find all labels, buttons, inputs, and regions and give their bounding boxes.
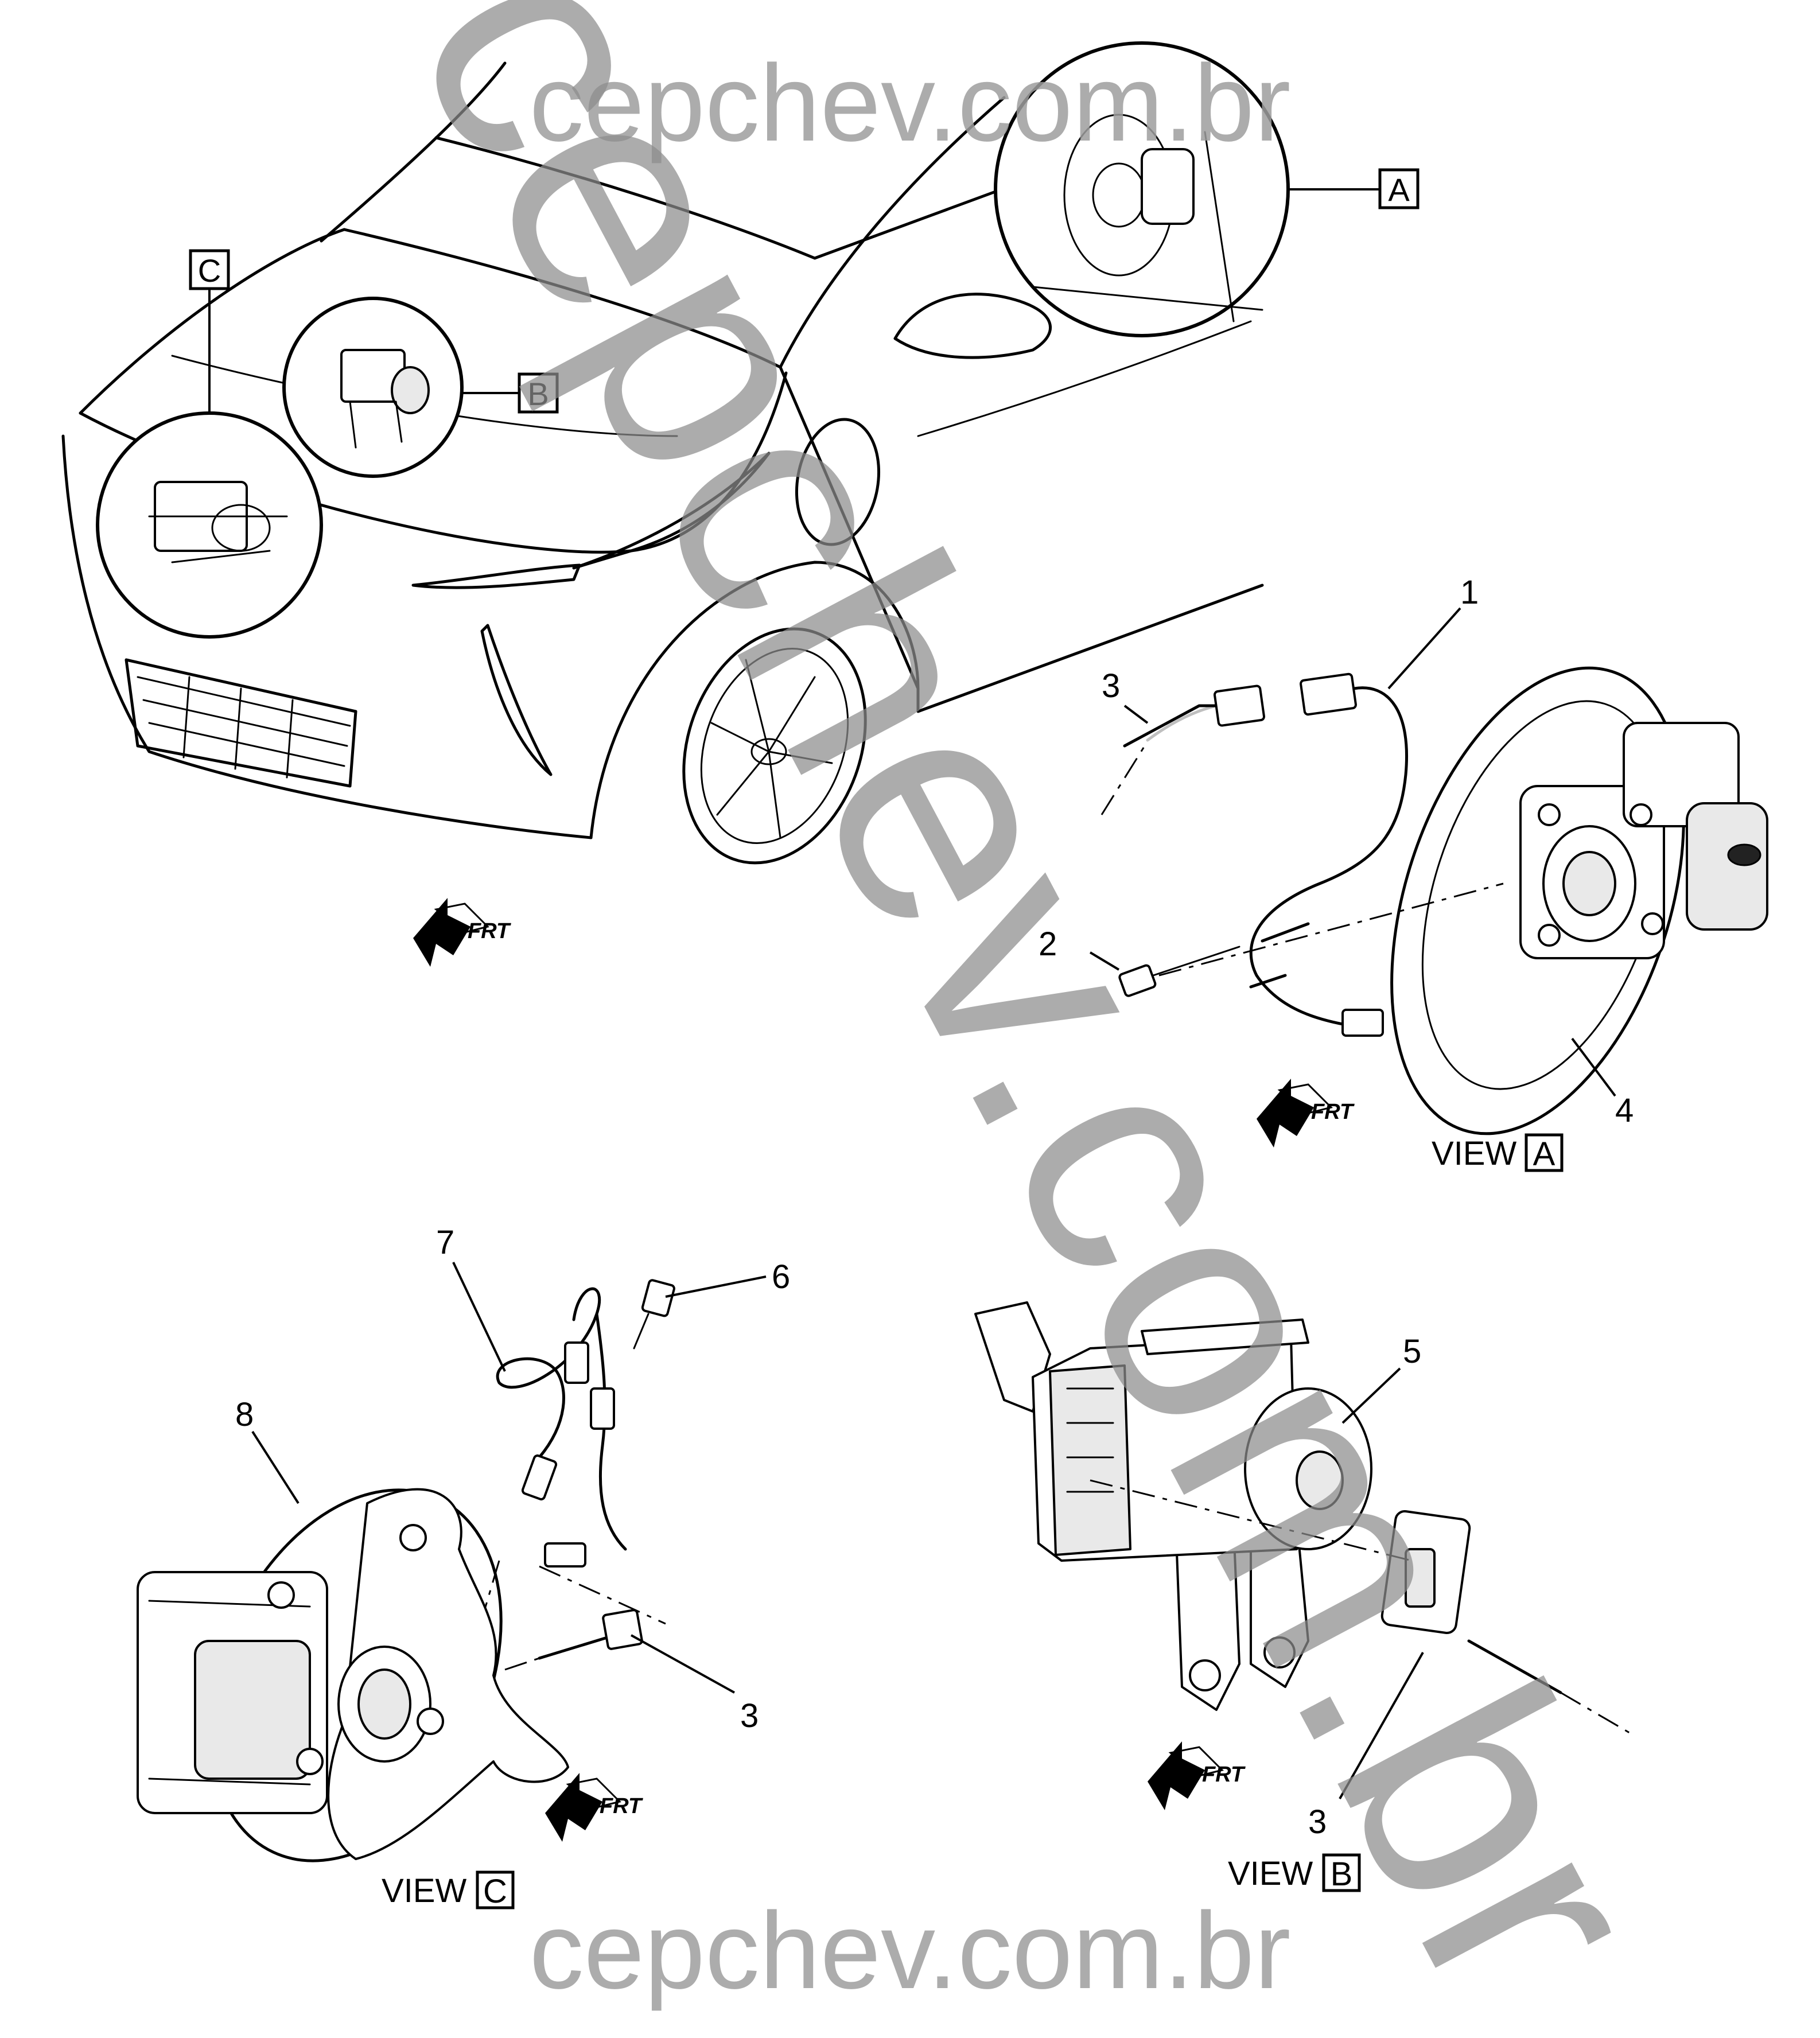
svg-text:A: A: [1533, 1135, 1555, 1173]
view-c-label: VIEW C: [382, 1870, 515, 1910]
callout-7: 7: [436, 1224, 454, 1261]
view-a-label: VIEW A: [1432, 1133, 1564, 1173]
callout-2: 2: [1039, 925, 1057, 963]
callout-6: 6: [772, 1258, 790, 1296]
svg-text:A: A: [1388, 172, 1410, 208]
callout-3: 3: [1308, 1803, 1327, 1841]
watermark-top: cepchev.com.br: [529, 42, 1290, 164]
frt-arrow-icon: FRT: [545, 1773, 643, 1842]
frt-arrow-icon: FRT: [1148, 1741, 1246, 1810]
view-a-illustration: [1089, 607, 1768, 1135]
callout-3: 3: [740, 1697, 759, 1734]
locator-box-b: B: [518, 372, 559, 414]
svg-text:VIEW: VIEW: [1228, 1855, 1313, 1892]
callout-5: 5: [1403, 1333, 1421, 1370]
view-b-callouts: 5 3: [1308, 1333, 1421, 1841]
svg-text:B: B: [1331, 1856, 1353, 1893]
svg-text:VIEW: VIEW: [382, 1872, 466, 1909]
svg-text:FRT: FRT: [600, 1794, 643, 1818]
bolt-2: [1118, 946, 1240, 997]
locator-box-c: C: [189, 249, 230, 290]
svg-text:FRT: FRT: [1202, 1763, 1246, 1787]
svg-text:FRT: FRT: [468, 919, 511, 943]
locator-circle-b: [282, 297, 519, 478]
view-c-callouts: 6 7 8 3: [235, 1224, 790, 1734]
callout-4: 4: [1615, 1092, 1634, 1129]
locator-circle-c: [96, 289, 323, 639]
locator-box-a: A: [1378, 168, 1420, 209]
watermark-bottom: cepchev.com.br: [529, 1890, 1290, 2012]
view-a-callouts: 1 2 3 4: [1039, 574, 1634, 1129]
locator-circle-a: [994, 41, 1380, 337]
view-b-label: VIEW B: [1228, 1853, 1361, 1893]
view-c-illustration: [137, 1262, 767, 1862]
svg-text:C: C: [198, 252, 221, 289]
bolt-6: [633, 1279, 675, 1349]
svg-text:VIEW: VIEW: [1432, 1135, 1516, 1172]
frt-arrow-icon: FRT: [1257, 1079, 1355, 1148]
callout-8: 8: [235, 1396, 254, 1433]
view-b-illustration: [974, 1301, 1630, 1799]
frt-arrow-icon: FRT: [413, 898, 511, 967]
callout-1: 1: [1460, 574, 1479, 611]
callout-3: 3: [1102, 667, 1120, 705]
svg-text:FRT: FRT: [1311, 1100, 1355, 1124]
svg-text:B: B: [527, 376, 549, 412]
svg-text:C: C: [483, 1873, 507, 1910]
